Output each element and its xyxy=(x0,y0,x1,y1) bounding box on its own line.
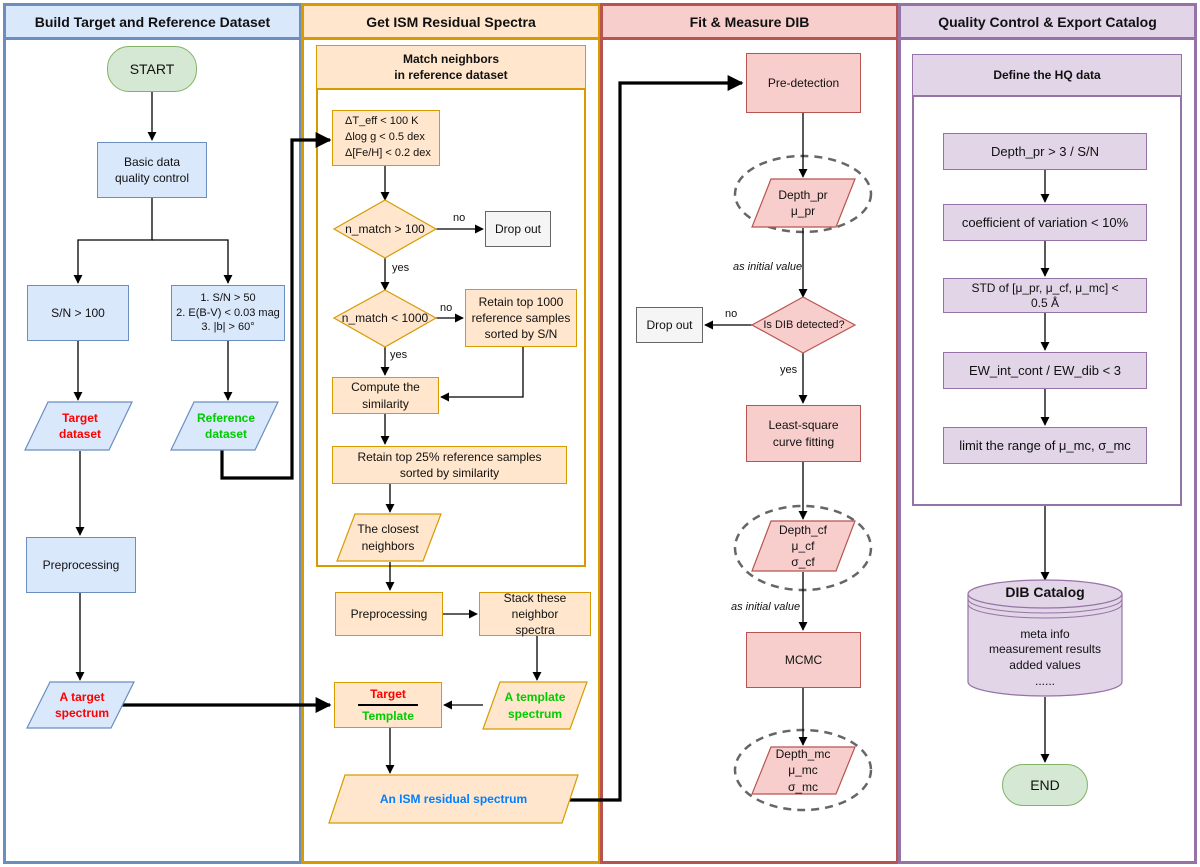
target-spectrum-label: A target spectrum xyxy=(54,689,110,720)
cond-logg: Δlog g < 0.5 dex xyxy=(345,131,425,144)
n-match-100-diamond xyxy=(332,199,438,259)
mc-params-shape xyxy=(751,746,856,795)
ref-criteria-node: 1. S/N > 50 2. E(B-V) < 0.03 mag 3. |b| … xyxy=(171,285,285,341)
ratio-node: Target Template xyxy=(334,682,442,728)
criterion-5-node: limit the range of μ_mc, σ_mc xyxy=(943,427,1147,464)
criterion-3-node: STD of [μ_pr, μ_cf, μ_mc] < 0.5 Å xyxy=(943,278,1147,313)
dib-detected-diamond xyxy=(750,296,857,354)
n-match-1000-label: n_match < 1000 xyxy=(341,310,429,325)
mc-params-label: Depth_mc μ_mc σ_mc xyxy=(775,747,831,794)
criterion-4-node: EW_int_cont / EW_dib < 3 xyxy=(943,352,1147,389)
lane-qc-title: Quality Control & Export Catalog xyxy=(901,6,1194,40)
lane-ism: Get ISM Residual Spectra xyxy=(301,3,601,864)
dib-detected-label: Is DIB detected? xyxy=(763,318,845,331)
stack-node: Stack these neighbor spectra xyxy=(479,591,591,637)
lane-ism-title: Get ISM Residual Spectra xyxy=(304,6,598,40)
yes-label-1: yes xyxy=(392,262,410,274)
match-neighbors-title: Match neighbors in reference dataset xyxy=(317,46,585,90)
target-dataset-label: Target dataset xyxy=(58,410,102,441)
target-spectrum-shape xyxy=(26,681,135,729)
cf-params-label: Depth_cf μ_cf σ_cf xyxy=(778,522,828,570)
yes-label-2: yes xyxy=(390,349,408,361)
dib-catalog-cylinder xyxy=(967,579,1123,697)
cond-teff: ΔT_eff < 100 K xyxy=(345,115,419,128)
cond-feh: Δ[Fe/H] < 0.2 dex xyxy=(345,146,431,159)
target-dataset-shape xyxy=(24,401,133,451)
pr-params-label: Depth_pr μ_pr xyxy=(778,187,828,218)
lane-qc: Quality Control & Export Catalog xyxy=(898,3,1197,864)
basic-qc-node: Basic data quality control xyxy=(97,142,207,198)
criterion-1-node: Depth_pr > 3 / S/N xyxy=(943,133,1147,170)
template-spectrum-label: A template spectrum xyxy=(504,690,566,721)
ism-residual-shape xyxy=(328,774,579,824)
preprocessing-target-node: Preprocessing xyxy=(26,537,136,593)
criterion-2-node: coefficient of variation < 10% xyxy=(943,204,1147,241)
preprocessing-neighbors-node: Preprocessing xyxy=(335,592,443,636)
conditions-node: ΔT_eff < 100 K Δlog g < 0.5 dex Δ[Fe/H] … xyxy=(332,110,440,166)
drop-out-fit-node: Drop out xyxy=(636,307,703,343)
closest-neighbors-label: The closest neighbors xyxy=(357,522,419,553)
pr-params-shape xyxy=(751,178,856,228)
predetection-node: Pre-detection xyxy=(746,53,861,113)
drop-out-ism-node: Drop out xyxy=(485,211,551,247)
lane-fit: Fit & Measure DIB xyxy=(600,3,899,864)
end-node: END xyxy=(1002,764,1088,806)
similarity-node: Compute the similarity xyxy=(332,377,439,414)
initial-value-label-1: as initial value xyxy=(733,261,803,273)
retain-25-node: Retain top 25% reference samples sorted … xyxy=(332,446,567,484)
yes-label-fit: yes xyxy=(780,364,798,376)
lane-build: Build Target and Reference Dataset xyxy=(3,3,302,864)
start-node: START xyxy=(107,46,197,92)
lane-build-title: Build Target and Reference Dataset xyxy=(6,6,299,40)
cf-params-shape xyxy=(751,520,856,572)
template-spectrum-shape xyxy=(482,681,588,730)
initial-value-label-2: as initial value xyxy=(731,601,801,613)
sn100-node: S/N > 100 xyxy=(27,285,129,341)
hq-title: Define the HQ data xyxy=(913,55,1181,97)
no-label-1: no xyxy=(453,212,466,224)
reference-dataset-label: Reference dataset xyxy=(196,410,256,441)
no-label-2: no xyxy=(440,302,453,314)
ratio-numerator: Target xyxy=(358,686,418,706)
reference-dataset-shape xyxy=(170,401,279,451)
lane-fit-title: Fit & Measure DIB xyxy=(603,6,896,40)
mcmc-node: MCMC xyxy=(746,632,861,688)
ism-residual-label: An ISM residual spectrum xyxy=(379,791,528,806)
catalog-body: meta info measurement results added valu… xyxy=(988,626,1102,688)
n-match-1000-diamond xyxy=(332,289,438,348)
catalog-title: DIB Catalog xyxy=(1005,583,1085,600)
ratio-denominator: Template xyxy=(362,709,414,723)
closest-neighbors-shape xyxy=(336,513,442,562)
lsq-node: Least-square curve fitting xyxy=(746,405,861,462)
retain-1000-node: Retain top 1000 reference samples sorted… xyxy=(465,289,577,347)
n-match-100-label: n_match > 100 xyxy=(345,221,425,236)
no-label-fit: no xyxy=(725,308,738,320)
